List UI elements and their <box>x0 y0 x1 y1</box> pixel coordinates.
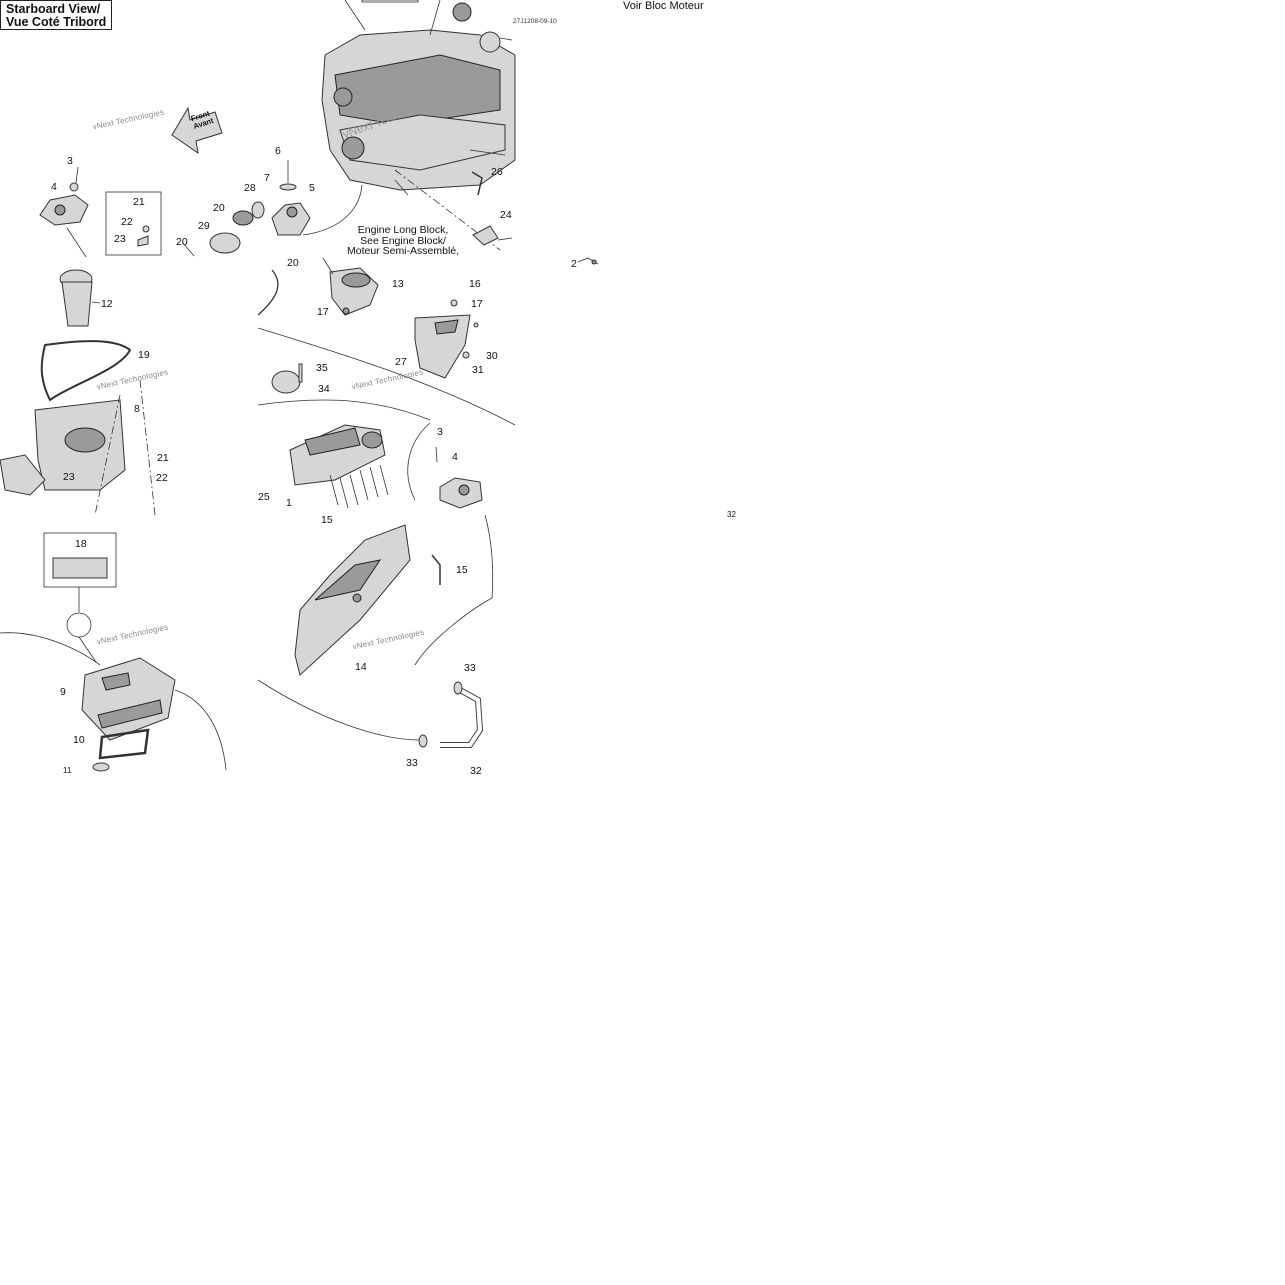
callout: 16 <box>469 278 481 290</box>
callout: 19 <box>138 349 150 361</box>
callout: 17 <box>471 298 483 310</box>
engine-mount-left <box>39 166 89 258</box>
panel-divider-line <box>484 514 494 599</box>
panel-divider-line <box>257 679 421 741</box>
callout: 15 <box>321 514 333 526</box>
top-note: Voir Bloc Moteur <box>623 0 704 12</box>
callout: 12 <box>101 298 113 310</box>
callout: 3 <box>437 426 443 438</box>
cable <box>257 269 279 316</box>
panel-divider-line <box>414 597 493 666</box>
callout: 4 <box>452 451 458 463</box>
callout: 20 <box>287 257 299 269</box>
callout: 10 <box>73 734 85 746</box>
callout: 29 <box>198 220 210 232</box>
intake-elbow <box>322 257 379 316</box>
callout: 6 <box>275 145 281 157</box>
callout: 5 <box>309 182 315 194</box>
callout: 20 <box>176 236 188 248</box>
callout: 34 <box>318 383 330 395</box>
callout: 18 <box>75 538 87 550</box>
view-title-line2: Vue Coté Tribord <box>6 15 107 29</box>
assembly-axis-line <box>94 394 121 516</box>
drawing-ref-code: 27J1208-09-10 <box>513 18 557 25</box>
assembly-axis-line <box>139 379 156 516</box>
mount-bracket <box>414 299 479 379</box>
callout: 7 <box>264 172 270 184</box>
callout: 20 <box>213 202 225 214</box>
screw-35 <box>298 363 303 383</box>
detail-circle <box>407 422 431 501</box>
callout: 35 <box>316 362 328 374</box>
label-18-box <box>43 532 117 588</box>
panel-divider-line <box>0 632 101 666</box>
engine-note-line2: See Engine Block/ <box>360 234 446 247</box>
callout: 33 <box>406 757 418 769</box>
callout: 23 <box>63 471 75 483</box>
callout: 27 <box>395 356 407 368</box>
callout: 31 <box>472 364 484 376</box>
panel-divider-line <box>257 399 431 421</box>
callout: 2 <box>571 258 577 270</box>
filter-frame <box>98 728 150 760</box>
callout: 3 <box>67 155 73 167</box>
callout: 13 <box>392 278 404 290</box>
callout: 14 <box>355 661 367 673</box>
air-intake-tube <box>59 269 101 327</box>
callout: 11 <box>63 766 72 775</box>
callout: 23 <box>114 233 126 245</box>
callout: 17 <box>317 306 329 318</box>
callout: 28 <box>244 182 256 194</box>
view-title-box: Starboard View/ Vue Coté Tribord <box>0 0 112 30</box>
panel-divider-line <box>257 327 516 426</box>
panel-divider-line <box>174 689 227 771</box>
callout: 22 <box>121 216 133 228</box>
callout: 33 <box>464 662 476 674</box>
callout: 1 <box>286 497 292 509</box>
leader-line <box>302 184 363 236</box>
callout: 8 <box>134 403 140 415</box>
clamp-34 <box>271 370 301 394</box>
callout: 32 <box>470 765 482 777</box>
engine-note-line3: Moteur Semi-Assemblé, <box>347 245 460 257</box>
muffler <box>294 524 441 676</box>
callout: 26 <box>491 166 503 178</box>
view-title-line1: Starboard View/ <box>6 2 101 16</box>
callout: 15 <box>456 564 468 576</box>
callout: 4 <box>51 181 57 193</box>
callout: 30 <box>486 350 498 362</box>
intake-manifold <box>289 424 389 509</box>
callout: 9 <box>60 686 66 698</box>
engine-long-block <box>321 0 516 196</box>
hose-clamp <box>232 210 254 226</box>
clamp-33 <box>453 681 463 695</box>
front-arrow <box>171 106 223 155</box>
callout: 25 <box>258 491 270 503</box>
engine-axis-line <box>394 169 501 251</box>
callout: 32 <box>727 510 736 519</box>
engine-note: Engine Long Block, See Engine Block/ Mot… <box>347 225 459 257</box>
callout: 21 <box>157 452 169 464</box>
label-detail-circle <box>66 612 92 638</box>
engine-note-line1: Engine Long Block, <box>357 224 449 236</box>
callout: 21 <box>133 196 145 208</box>
air-box-cover <box>81 657 176 741</box>
rod-26 <box>471 171 483 196</box>
hose-clamp <box>209 232 241 254</box>
callout: 22 <box>156 472 168 484</box>
mount-detail <box>435 446 483 509</box>
clamp-33 <box>418 734 428 748</box>
bracket-24 <box>472 225 499 246</box>
air-box-lower <box>0 399 126 496</box>
air-box-seal <box>40 340 132 402</box>
engine-mount-center <box>271 160 311 236</box>
drain-plug <box>92 762 110 772</box>
hose-clamp <box>251 201 265 219</box>
callout: 24 <box>500 209 512 221</box>
detail-box-21-23 <box>105 191 162 256</box>
